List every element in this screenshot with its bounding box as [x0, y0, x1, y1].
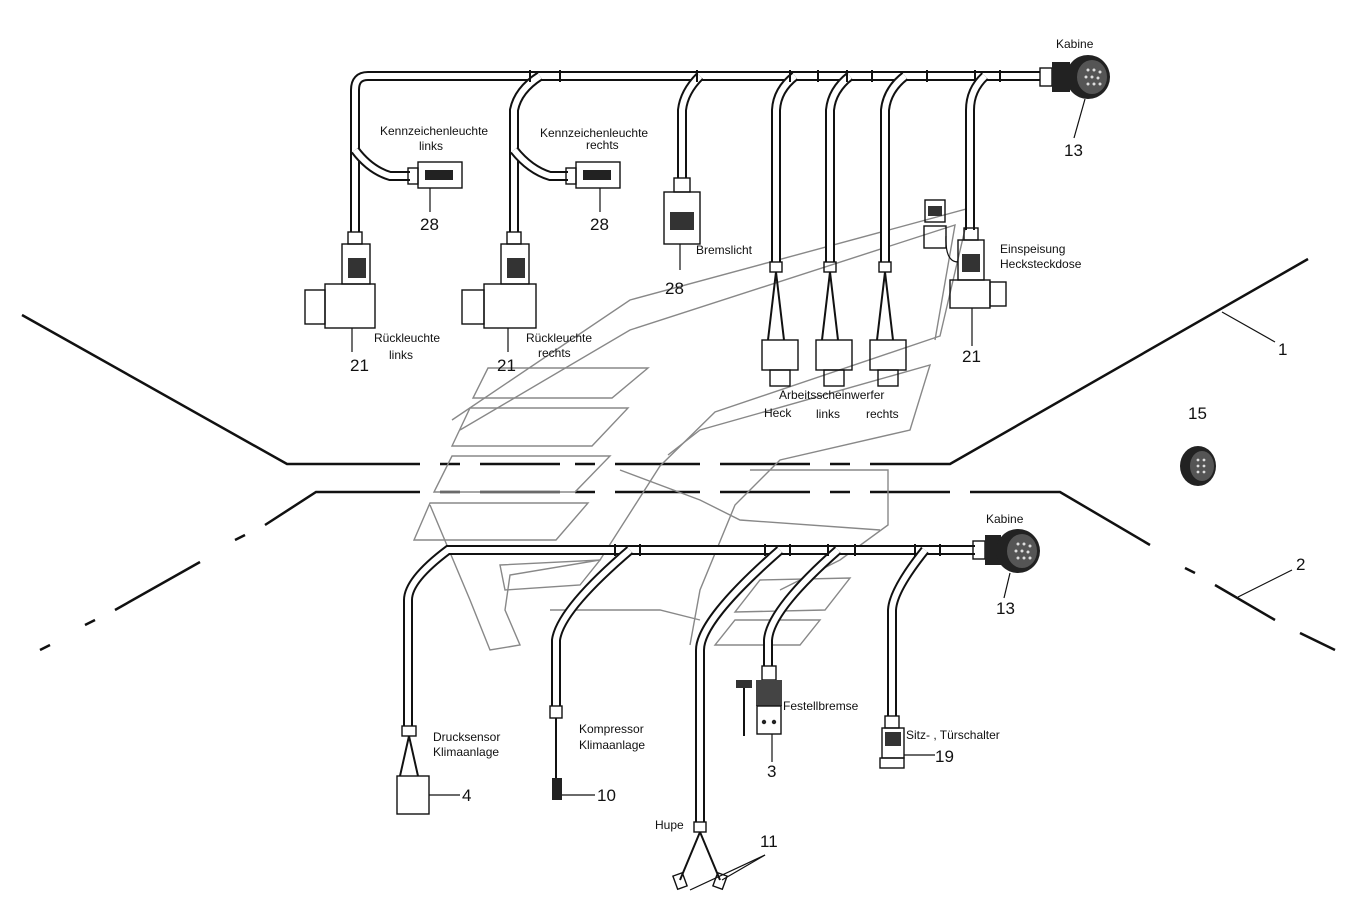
callout-10: 10 [597, 786, 616, 805]
callout-21-rueck-rechts: 21 [497, 356, 516, 375]
label-sitz-tuerschalter: Sitz- , Türschalter [906, 728, 1000, 742]
callout-13-bottom: 13 [996, 599, 1015, 618]
upper-harness [350, 70, 1040, 262]
label-einspeisung: Einspeisung [1000, 242, 1065, 256]
label-kompressor-klima: Klimaanlage [579, 738, 645, 752]
callout-19: 19 [935, 747, 954, 766]
label-rueckleuchte-links: Rückleuchte [374, 331, 440, 345]
label-kennzeichen-rechts: Kennzeichenleuchte [540, 126, 648, 140]
rueckleuchte-rechts-connector [461, 231, 537, 352]
leader-lines [429, 98, 1293, 891]
label-kabine-top: Kabine [1056, 37, 1094, 51]
label-drucksensor-klima: Klimaanlage [433, 745, 499, 759]
hupe-connector [672, 821, 728, 891]
label-arbeitsscheinwerfer: Arbeitsscheinwerfer [779, 388, 884, 402]
bremslicht-connector [663, 177, 701, 270]
label-rueckleuchte-rechts-side: rechts [538, 346, 571, 360]
label-bremslicht: Bremslicht [696, 243, 753, 257]
callout-13-top: 13 [1064, 141, 1083, 160]
label-kabine-bottom: Kabine [986, 512, 1024, 526]
drucksensor-connector [396, 725, 430, 815]
label-rueckleuchte-rechts: Rückleuchte [526, 331, 592, 345]
label-kennzeichen-links-side: links [419, 139, 443, 153]
kompressor-connector [549, 705, 563, 800]
label-kennzeichen-links: Kennzeichenleuchte [380, 124, 488, 138]
einspeisung-connector [923, 199, 1007, 346]
callout-11: 11 [760, 832, 778, 851]
callout-15: 15 [1188, 404, 1207, 423]
kennzeichen-connector-rechts [565, 161, 621, 212]
label-arbeits-links: links [816, 407, 840, 421]
sitz-tuerschalter-connector [879, 715, 905, 769]
connector-15 [1180, 446, 1216, 486]
label-hupe: Hupe [655, 818, 684, 832]
label-heck: Heck [764, 406, 792, 420]
kabine-connector-bottom [972, 529, 1040, 573]
label-arbeits-rechts: rechts [866, 407, 899, 421]
callout-21-rueck-links: 21 [350, 356, 369, 375]
callout-2: 2 [1296, 555, 1305, 574]
label-hecksteckdose: Hecksteckdose [1000, 257, 1082, 271]
label-kompressor: Kompressor [579, 722, 644, 736]
text-labels: Kabine Kabine Kennzeichenleuchte links K… [374, 37, 1094, 832]
label-festellbremse: Festellbremse [783, 699, 859, 713]
callout-4: 4 [462, 786, 471, 805]
label-kennzeichen-rechts-side: rechts [586, 138, 619, 152]
label-rueckleuchte-links-side: links [389, 348, 413, 362]
label-drucksensor: Drucksensor [433, 730, 500, 744]
kabine-connector-top [1039, 55, 1110, 99]
callout-28-kennz-rechts: 28 [590, 215, 609, 234]
kennzeichen-connector-links [407, 161, 463, 212]
callout-3: 3 [767, 762, 776, 781]
rueckleuchte-links-connector [304, 231, 376, 352]
callout-numbers: 1 2 3 4 10 11 13 13 15 19 21 21 21 28 28… [350, 141, 1305, 851]
festellbremse-switch [736, 665, 782, 736]
callout-28-kennz-links: 28 [420, 215, 439, 234]
lower-harness [403, 544, 975, 822]
callout-1: 1 [1278, 340, 1287, 359]
chassis-ghost [412, 207, 971, 651]
vehicle-outline [21, 257, 1336, 652]
callout-21-einspeisung: 21 [962, 347, 981, 366]
arbeitsscheinwerfer-connectors [761, 261, 907, 387]
callout-28-bremslicht: 28 [665, 279, 684, 298]
